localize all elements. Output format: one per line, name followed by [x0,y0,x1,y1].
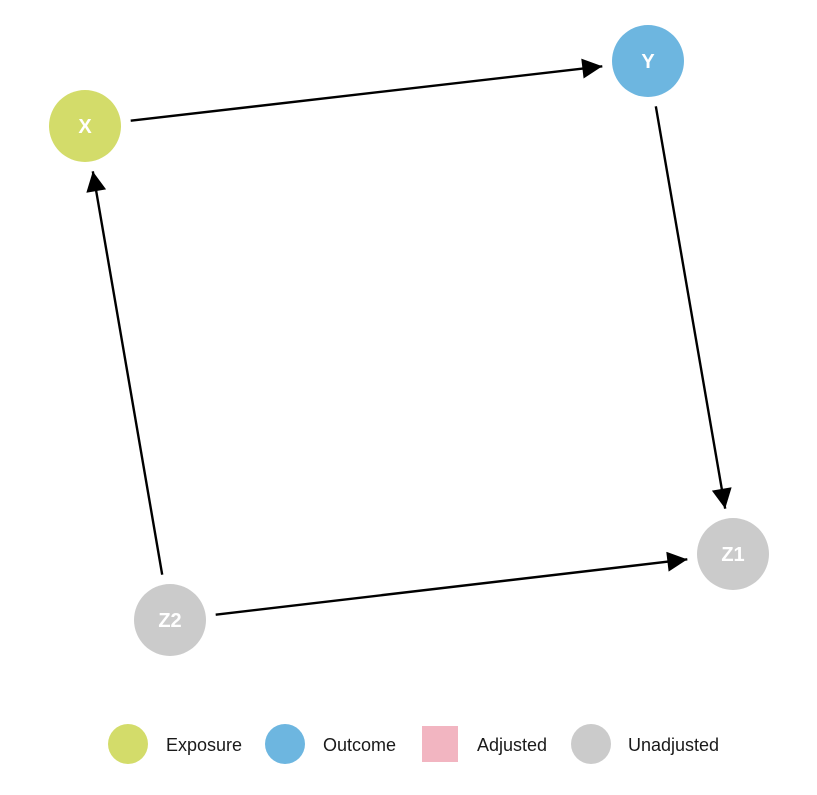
node-circle-y [612,25,684,97]
node-label-y: Y [641,51,655,73]
legend-item-exposure: Exposure [108,724,242,764]
legend: Exposure Outcome Adjusted Unadjusted [108,724,719,764]
edge-z2-to-z1 [215,551,688,616]
legend-label-adjusted: Adjusted [477,735,547,755]
legend-swatch-outcome [265,724,305,764]
node-circle-z2 [134,584,206,656]
node-z1: Z1 [697,518,769,590]
node-label-x: X [78,116,92,138]
edge-z2-to-x [86,171,164,575]
node-label-z2: Z2 [158,610,181,632]
edge-x-to-y [130,58,603,122]
legend-label-exposure: Exposure [166,735,242,755]
node-z2: Z2 [134,584,206,656]
node-label-z1: Z1 [721,544,744,566]
node-circle-x [49,90,121,162]
node-y: Y [612,25,684,97]
edges [86,58,732,616]
edge-y-to-z1 [654,106,732,509]
legend-swatch-exposure [108,724,148,764]
legend-item-adjusted: Adjusted [422,726,547,762]
node-circle-z1 [697,518,769,590]
legend-item-outcome: Outcome [265,724,396,764]
legend-swatch-adjusted [422,726,458,762]
legend-label-unadjusted: Unadjusted [628,735,719,755]
legend-label-outcome: Outcome [323,735,396,755]
legend-item-unadjusted: Unadjusted [571,724,719,764]
legend-swatch-unadjusted [571,724,611,764]
node-x: X [49,90,121,162]
